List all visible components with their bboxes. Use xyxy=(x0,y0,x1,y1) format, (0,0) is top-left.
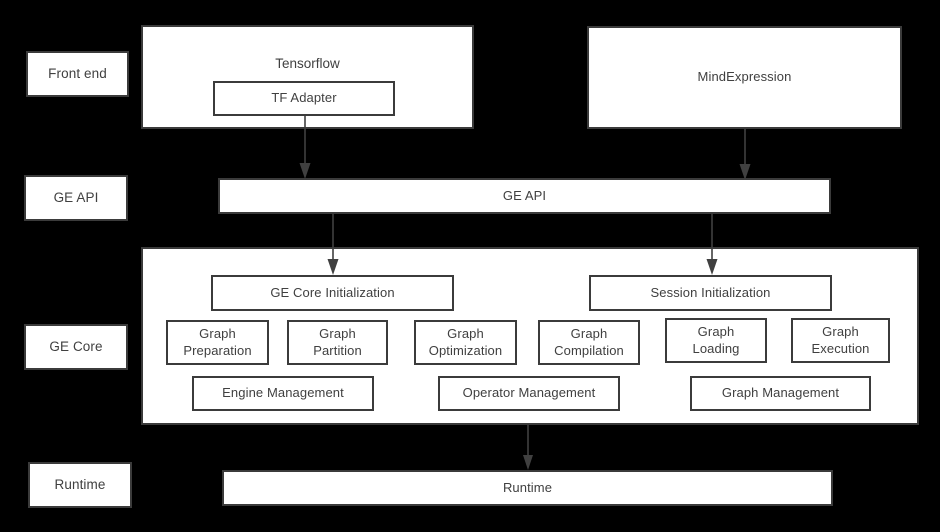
arrow-ge-core-to-runtime xyxy=(518,425,538,471)
runtime-box[interactable]: Runtime xyxy=(222,470,833,506)
layer-label-ge-api: GE API xyxy=(24,175,128,221)
tf-adapter-box[interactable]: TF Adapter xyxy=(213,81,395,116)
layer-label-ge-core: GE Core xyxy=(24,324,128,370)
operator-management-box[interactable]: Operator Management xyxy=(438,376,620,411)
graph-loading-box[interactable]: Graph Loading xyxy=(665,318,767,363)
tensorflow-label: Tensorflow xyxy=(275,56,340,71)
graph-execution-box[interactable]: Graph Execution xyxy=(791,318,890,363)
graph-execution-line1: Graph xyxy=(822,324,859,340)
graph-optimization-line1: Graph xyxy=(447,326,484,342)
arrow-ge-api-to-session-initialization xyxy=(702,214,722,276)
graph-partition-line2: Partition xyxy=(313,342,362,358)
graph-management-box[interactable]: Graph Management xyxy=(690,376,871,411)
mindexpression-box[interactable]: MindExpression xyxy=(587,26,902,129)
graph-optimization-line2: Optimization xyxy=(428,342,503,358)
layer-label-front-end: Front end xyxy=(26,51,129,97)
graph-preparation-box[interactable]: Graph Preparation xyxy=(166,320,269,365)
arrow-mindexpression-to-ge-api xyxy=(735,129,755,181)
graph-preparation-line2: Preparation xyxy=(183,342,252,358)
graph-optimization-box[interactable]: Graph Optimization xyxy=(414,320,517,365)
graph-preparation-line1: Graph xyxy=(199,326,236,342)
graph-compilation-box[interactable]: Graph Compilation xyxy=(538,320,640,365)
graph-loading-line2: Loading xyxy=(692,340,740,356)
layer-label-runtime: Runtime xyxy=(28,462,132,508)
graph-partition-box[interactable]: Graph Partition xyxy=(287,320,388,365)
session-initialization-box[interactable]: Session Initialization xyxy=(589,275,832,311)
graph-execution-line2: Execution xyxy=(811,340,870,356)
arrow-ge-api-to-ge-core-initialization xyxy=(323,214,343,276)
ge-core-initialization-box[interactable]: GE Core Initialization xyxy=(211,275,454,311)
graph-loading-line1: Graph xyxy=(697,324,735,340)
graph-compilation-line2: Compilation xyxy=(554,342,624,358)
arrow-tf-adapter-to-ge-api xyxy=(295,116,315,180)
ge-api-box[interactable]: GE API xyxy=(218,178,831,214)
graph-partition-line1: Graph xyxy=(319,326,356,342)
graph-compilation-line1: Graph xyxy=(570,326,608,342)
engine-management-box[interactable]: Engine Management xyxy=(192,376,374,411)
